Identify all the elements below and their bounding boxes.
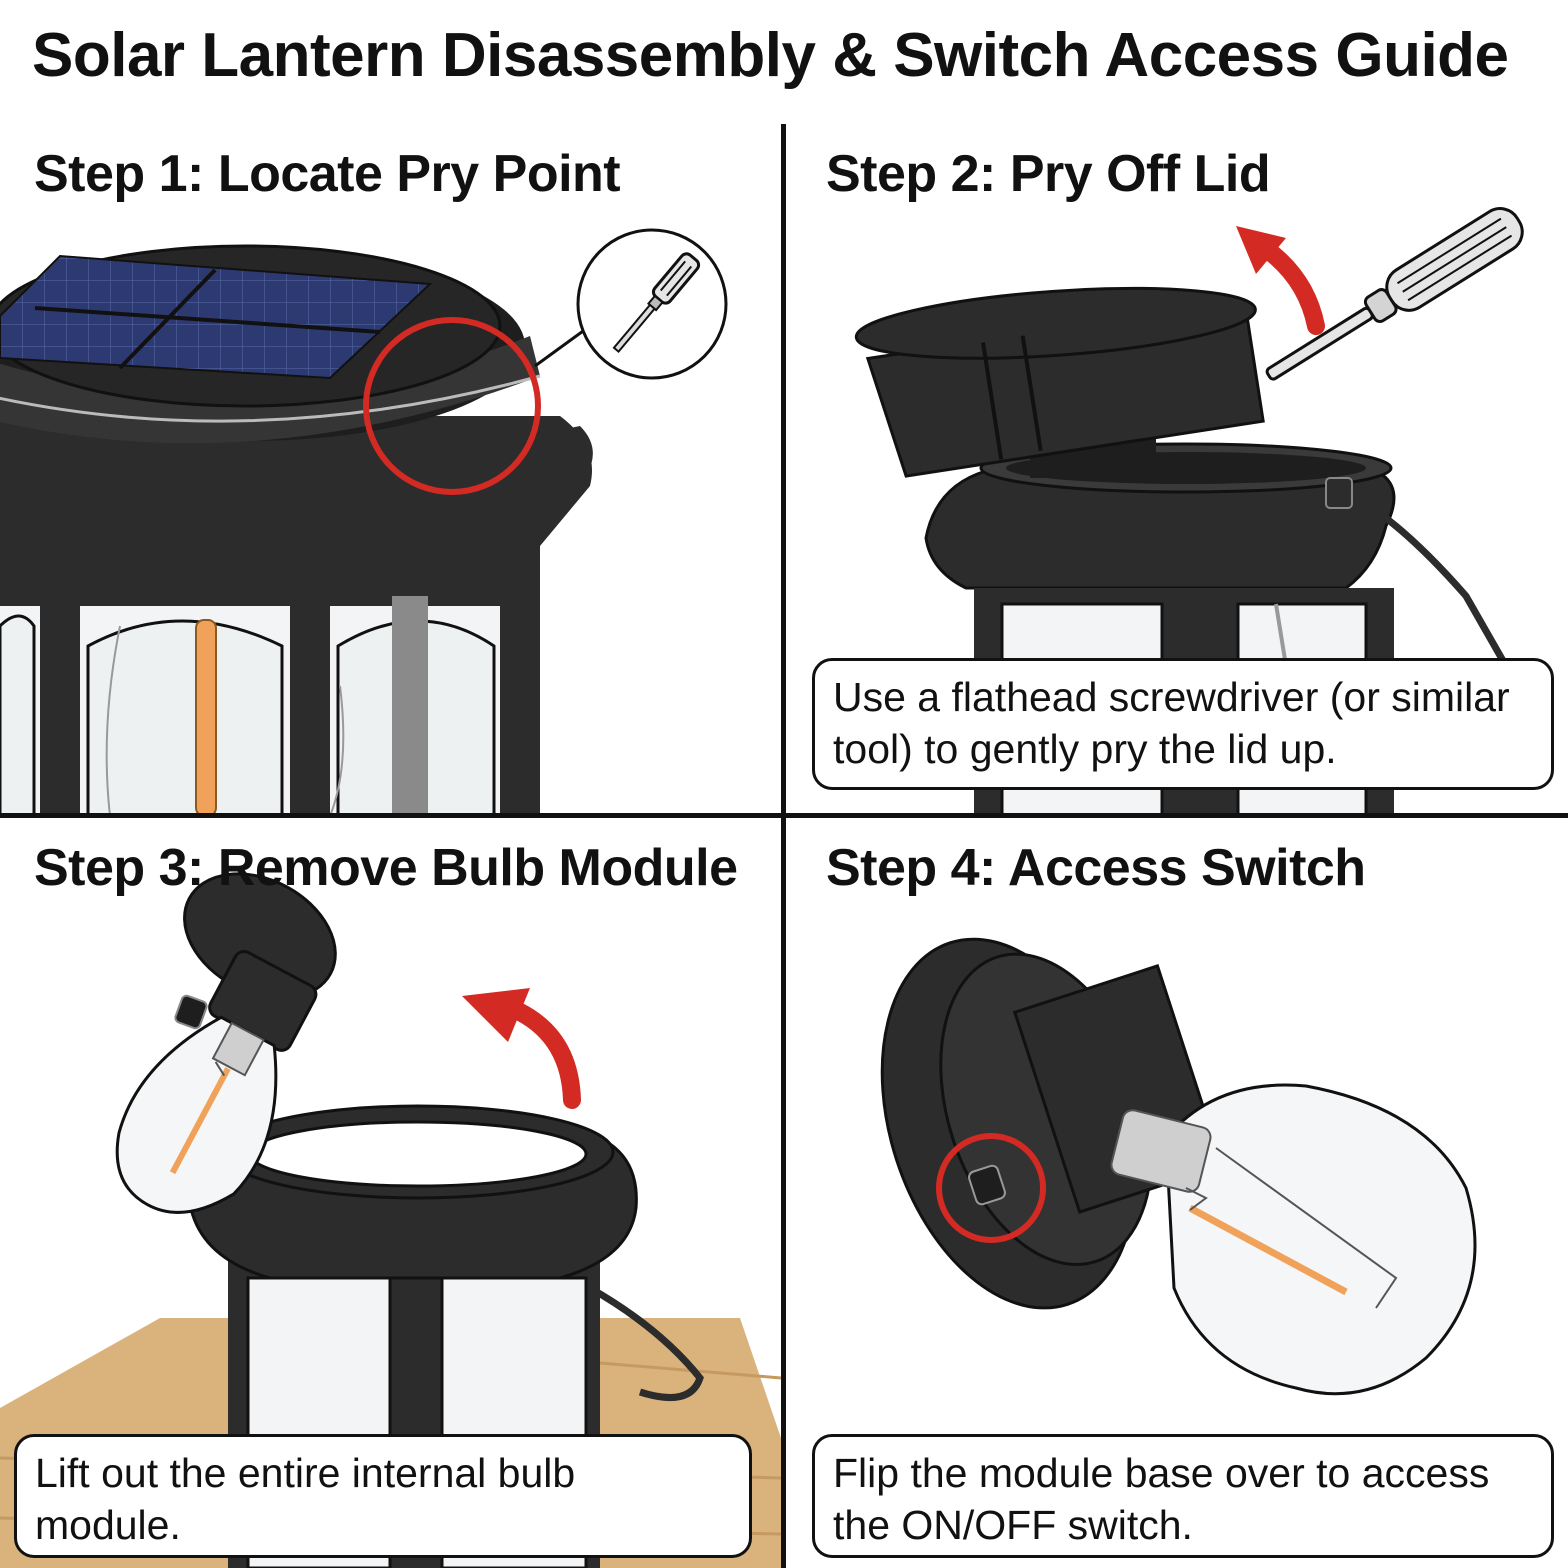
step-4-caption: Flip the module base over to access the … bbox=[812, 1434, 1554, 1558]
step-2-panel: Step 2: Pry Off Lid bbox=[786, 126, 1568, 813]
switch-icon bbox=[936, 1133, 1046, 1243]
step-4-panel: Step 4: Access Switch Flip the module ba… bbox=[786, 818, 1568, 1568]
guide-title: Solar Lantern Disassembly & Switch Acces… bbox=[32, 21, 1509, 90]
step-4-title: Step 4: Access Switch bbox=[826, 839, 1366, 897]
screwdriver-icon bbox=[576, 228, 728, 380]
panel-divider-horizontal bbox=[0, 813, 1568, 818]
screwdriver-icon bbox=[1265, 207, 1524, 381]
switch-access-illustration bbox=[880, 937, 1477, 1396]
panel-divider-vertical bbox=[781, 124, 786, 1568]
step-2-caption: Use a flathead screwdriver (or similar t… bbox=[812, 658, 1554, 790]
step-3-panel: Step 3: Remove Bulb Module Lift bbox=[0, 818, 781, 1568]
step-3-title: Step 3: Remove Bulb Module bbox=[34, 839, 738, 897]
step-1-panel: Step 1: Locate Pry Point bbox=[0, 126, 781, 813]
lantern-top-illustration bbox=[0, 228, 728, 813]
lift-arrow-icon bbox=[462, 988, 581, 1109]
lift-arrow-icon bbox=[1236, 226, 1325, 335]
step-1-title: Step 1: Locate Pry Point bbox=[34, 145, 621, 203]
step-2-title: Step 2: Pry Off Lid bbox=[826, 145, 1271, 203]
pry-point-highlight bbox=[363, 317, 541, 495]
step-3-caption: Lift out the entire internal bulb module… bbox=[14, 1434, 752, 1558]
